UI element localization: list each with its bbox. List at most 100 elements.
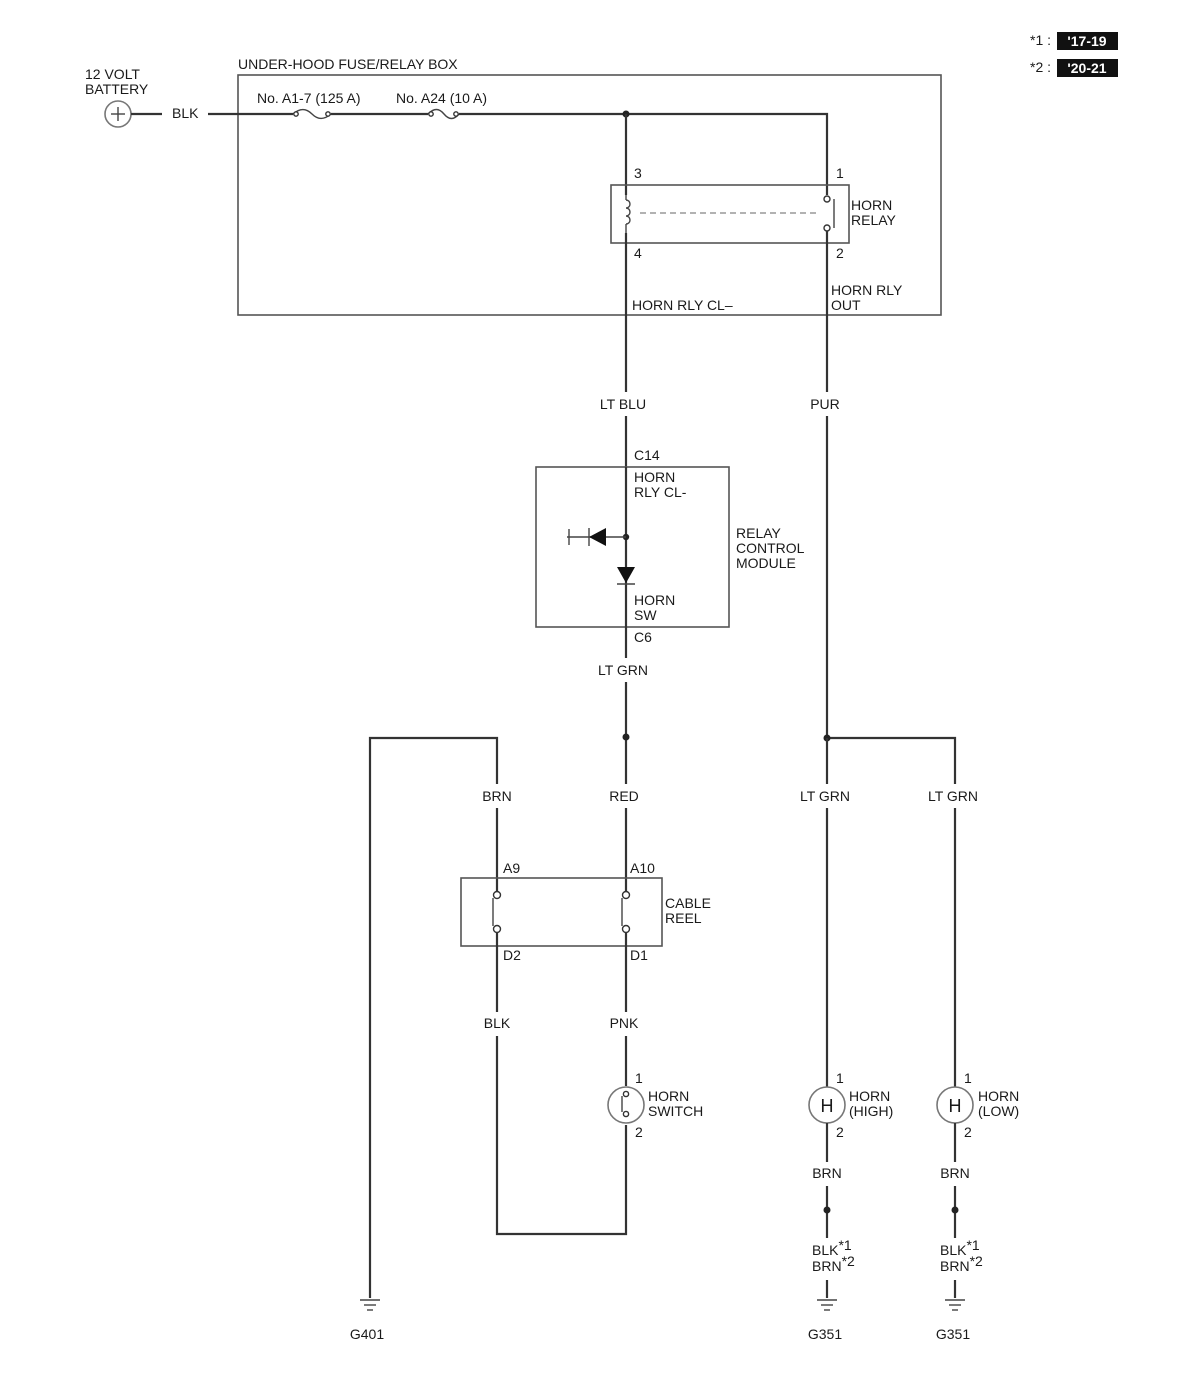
reel-contact-a10 [621, 890, 631, 900]
horn-switch: 1 2 HORN SWITCH [607, 1070, 703, 1140]
reel-contact-d2 [492, 924, 502, 934]
relay-coil-symbol [625, 199, 631, 225]
ground-wire-high-color1: BLK*1 [812, 1237, 852, 1258]
wire-label-red: RED [609, 788, 639, 804]
ground-g351-low: G351 [936, 1299, 970, 1342]
horn-high-letter: H [821, 1096, 834, 1116]
module-diode-horizontal [589, 528, 606, 546]
relay-contact-1 [823, 195, 831, 203]
reel-contact-a9 [492, 890, 502, 900]
fuse1-pin-a [293, 111, 299, 117]
under-hood-fuse-relay-box: UNDER-HOOD FUSE/RELAY BOX No. A1-7 (125 … [208, 56, 942, 316]
ground-label-g401: G401 [350, 1326, 384, 1342]
ground-label-g351-high: G351 [808, 1326, 842, 1342]
wire-label-brn-low: BRN [940, 1165, 970, 1181]
horn-low-label-line2: (LOW) [978, 1103, 1019, 1119]
horn-switch-pin2: 2 [635, 1124, 643, 1140]
horn-low-label-line1: HORN [978, 1088, 1019, 1104]
wire-blk-loop [495, 1036, 628, 1236]
module-diode-vertical [617, 567, 635, 583]
wire-brn-g401 [368, 736, 499, 1298]
horn-relay-pin4: 4 [634, 245, 642, 261]
cable-reel-pin-a10: A10 [630, 860, 655, 876]
cable-reel-outline [460, 877, 663, 947]
battery-label-line1: 12 VOLT [85, 66, 140, 82]
horn-rly-out-line2: OUT [831, 297, 861, 313]
horn-relay-outline [610, 184, 850, 244]
fuse2-pin-b [453, 111, 459, 117]
horn-low-pin2: 2 [964, 1124, 972, 1140]
wire-label-lt-grn-mid: LT GRN [598, 662, 648, 678]
horn-switch-label-line2: SWITCH [648, 1103, 703, 1119]
ground-wire-low-color2: BRN*2 [940, 1253, 983, 1274]
battery-label-line2: BATTERY [85, 81, 149, 97]
cable-reel-pin-d2: D2 [503, 947, 521, 963]
legend-value-1: '17-19 [1067, 33, 1106, 49]
fuse2-symbol [427, 108, 460, 120]
horn-high-label-line2: (HIGH) [849, 1103, 893, 1119]
wire-label-lt-blu: LT BLU [600, 396, 646, 412]
module-connector-c14: C14 [634, 447, 660, 463]
fuse2-label: No. A24 (10 A) [396, 90, 487, 106]
horn-high-pin1: 1 [836, 1070, 844, 1086]
horn-rly-cl-label: HORN RLY CL– [632, 297, 733, 313]
horn-high: 1 H 2 HORN (HIGH) [808, 1070, 893, 1140]
splice-red [622, 733, 630, 741]
module-cl-line1: HORN [634, 469, 675, 485]
horn-low-letter: H [949, 1096, 962, 1116]
horn-high-pin2: 2 [836, 1124, 844, 1140]
wire-label-pnk: PNK [610, 1015, 639, 1031]
module-cl-line2: RLY CL- [634, 484, 687, 500]
wire-main-bus [208, 112, 829, 195]
wire-label-lt-grn-low: LT GRN [928, 788, 978, 804]
splice-ground-low [951, 1206, 959, 1214]
ground-g401: G401 [350, 1299, 384, 1342]
wire-label-blk-lower: BLK [484, 1015, 511, 1031]
module-sw-line1: HORN [634, 592, 675, 608]
legend-marker-1: *1 : [1030, 32, 1051, 48]
horn-relay-pin2: 2 [836, 245, 844, 261]
cable-reel-pin-d1: D1 [630, 947, 648, 963]
wire-horn-branch [827, 736, 957, 784]
splice-ground-high [823, 1206, 831, 1214]
horn-rly-out-line1: HORN RLY [831, 282, 903, 298]
wire-label-blk-battery: BLK [172, 105, 199, 121]
horn-relay-pin1: 1 [836, 165, 844, 181]
module-connector-c6: C6 [634, 629, 652, 645]
reel-contact-d1 [621, 924, 631, 934]
legend-badge-2 [1057, 59, 1118, 77]
horn-high-label-line1: HORN [849, 1088, 890, 1104]
module-label-line2: CONTROL [736, 540, 805, 556]
module-label-line1: RELAY [736, 525, 782, 541]
horn-relay-pin3: 3 [634, 165, 642, 181]
ground-wire-low-color1: BLK*1 [940, 1237, 980, 1258]
battery: 12 VOLT BATTERY BLK [85, 66, 199, 128]
ground-wire-high-color2: BRN*2 [812, 1253, 855, 1274]
legend: *1 : '17-19 *2 : '20-21 [1030, 32, 1118, 77]
cable-reel-label-line1: CABLE [665, 895, 711, 911]
relay-contact-2 [823, 224, 831, 232]
module-label-line3: MODULE [736, 555, 796, 571]
horn-switch-symbol [607, 1086, 645, 1124]
fuse1-symbol [292, 108, 332, 120]
wire-label-brn-top: BRN [482, 788, 512, 804]
wire-label-lt-grn-high: LT GRN [800, 788, 850, 804]
horn-relay-label-line2: RELAY [851, 212, 897, 228]
relay-control-module: C14 HORN RLY CL- RELAY CONTROL MODULE HO… [535, 447, 805, 645]
horn-low: 1 H 2 HORN (LOW) [936, 1070, 1019, 1140]
fuse1-label: No. A1-7 (125 A) [257, 90, 361, 106]
fuse-box-outline [237, 74, 942, 316]
legend-value-2: '20-21 [1067, 60, 1106, 76]
ground-g351-high: G351 [808, 1299, 842, 1342]
cable-reel-pin-a9: A9 [503, 860, 520, 876]
cable-reel: A9 A10 D2 D1 CABLE REEL [460, 860, 711, 963]
ground-label-g351-low: G351 [936, 1326, 970, 1342]
fuse2-pin-a [428, 111, 434, 117]
horn-switch-label-line1: HORN [648, 1088, 689, 1104]
module-sw-line2: SW [634, 607, 657, 623]
wire-label-pur: PUR [810, 396, 840, 412]
fuse1-pin-b [325, 111, 331, 117]
relay-control-module-outline [535, 466, 730, 628]
horn-switch-contact-1 [622, 1090, 630, 1098]
